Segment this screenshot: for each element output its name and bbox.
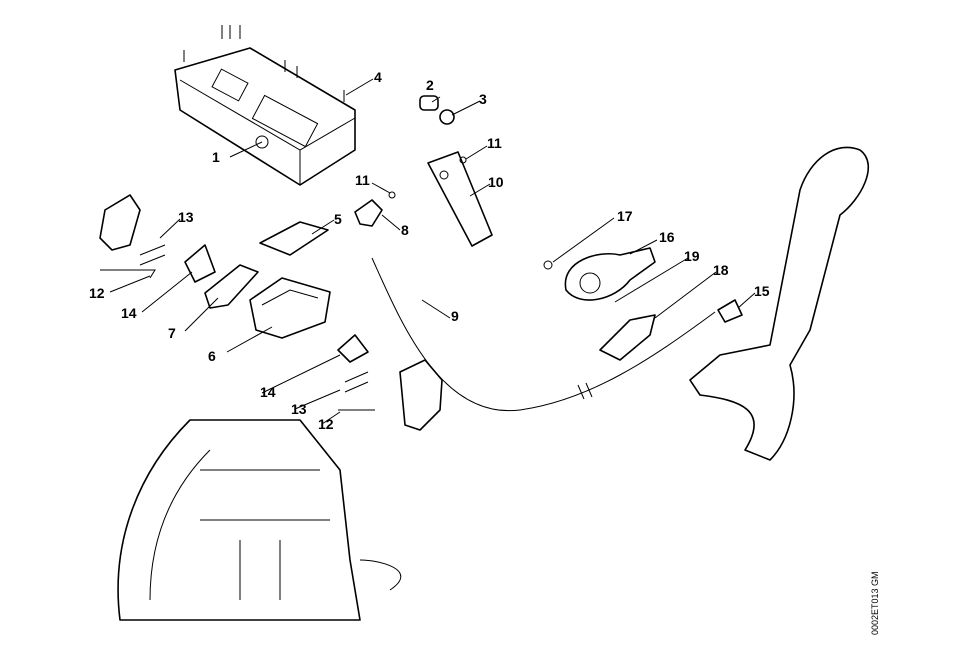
callout-3: 3 xyxy=(479,91,487,107)
callout-13-left: 13 xyxy=(178,209,194,225)
part-trigger-right xyxy=(399,359,443,431)
part-9-throttle-cable xyxy=(371,257,716,412)
callout-10: 10 xyxy=(488,174,504,190)
callout-16: 16 xyxy=(659,229,675,245)
part-14-spring-right xyxy=(337,334,369,363)
part-16-switch-lever xyxy=(564,247,656,301)
callout-11-upper: 11 xyxy=(487,135,502,151)
part-13-pins-left xyxy=(100,244,166,279)
part-2-sleeve xyxy=(419,95,439,111)
callout-11-lower: 11 xyxy=(355,172,370,188)
handle-housing xyxy=(689,146,870,461)
callout-13-right: 13 xyxy=(291,401,307,417)
part-14-spring-left xyxy=(184,244,216,283)
callout-12-left: 12 xyxy=(89,285,105,301)
part-6-cover xyxy=(249,277,331,339)
part-17-screw xyxy=(543,260,553,270)
part-1-control-housing xyxy=(174,47,356,186)
leader-lines xyxy=(109,78,756,425)
part-10-lever-bracket xyxy=(427,151,493,247)
screws-4 xyxy=(183,25,345,102)
callout-8: 8 xyxy=(401,222,409,238)
part-trigger-left xyxy=(99,194,141,251)
part-15-nut xyxy=(717,299,743,323)
callout-6: 6 xyxy=(208,348,216,364)
part-18-trigger xyxy=(599,314,656,361)
callout-15: 15 xyxy=(754,283,770,299)
callout-19: 19 xyxy=(684,248,700,264)
part-5-gasket xyxy=(259,221,329,256)
part-7-spring xyxy=(204,264,259,309)
part-13-pins-right xyxy=(338,371,375,411)
callout-17: 17 xyxy=(617,208,633,224)
callout-7: 7 xyxy=(168,325,176,341)
callout-1: 1 xyxy=(212,149,220,165)
callout-9: 9 xyxy=(451,308,459,324)
callout-12-right: 12 xyxy=(318,416,334,432)
part-11-screw xyxy=(459,156,467,164)
callout-4: 4 xyxy=(374,69,382,85)
callout-2: 2 xyxy=(426,77,434,93)
callout-5: 5 xyxy=(334,211,342,227)
callout-14-left: 14 xyxy=(121,305,137,321)
drawing-code: 0002ET013 GM xyxy=(870,571,880,635)
part-3-nut xyxy=(439,109,455,125)
callout-18: 18 xyxy=(713,262,729,278)
part-11-screw-b xyxy=(388,191,396,199)
callout-14-right: 14 xyxy=(260,384,276,400)
part-8-cable-holder xyxy=(354,199,383,227)
